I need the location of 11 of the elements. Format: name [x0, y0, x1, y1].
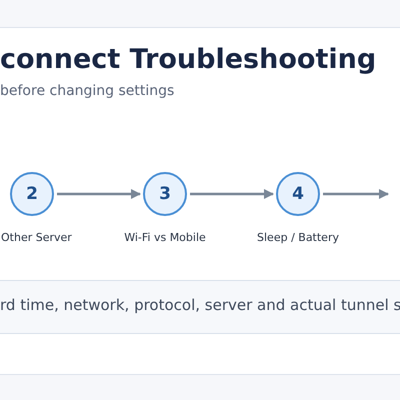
subtitle: before changing settings	[0, 83, 174, 99]
step-label: Other Server	[1, 231, 72, 244]
step-number: 4	[292, 184, 304, 204]
title: connect Troubleshooting	[0, 44, 376, 75]
step-number: 2	[26, 184, 38, 204]
step-label: Sleep / Battery	[257, 231, 339, 244]
arrow	[57, 189, 141, 199]
arrow	[323, 189, 389, 199]
step-label: Wi-Fi vs Mobile	[124, 231, 206, 244]
arrow	[190, 189, 274, 199]
step-number: 3	[159, 184, 171, 204]
